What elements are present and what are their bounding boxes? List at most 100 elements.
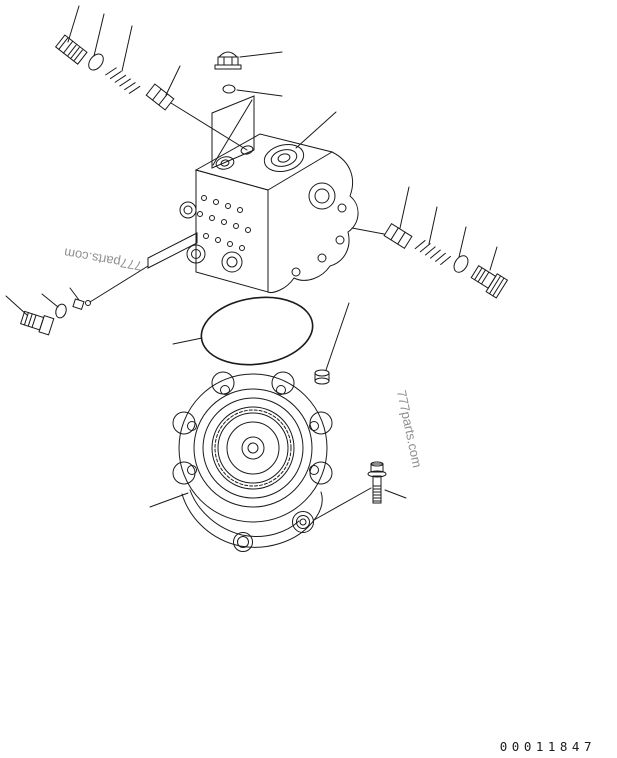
plug-bottom xyxy=(314,377,330,385)
o-ring-large xyxy=(200,296,314,366)
hex-plug-top-center xyxy=(214,51,242,70)
bolt-hole xyxy=(335,235,345,245)
flange-ear-hole-inner xyxy=(299,518,307,526)
top-boss-outer-ring xyxy=(263,143,305,173)
spring-coils xyxy=(105,67,141,94)
hex-facet-lines xyxy=(223,56,233,66)
plug-thread-lines xyxy=(58,37,83,61)
plug-hex-head xyxy=(217,56,239,66)
front-port-hole xyxy=(191,249,201,259)
leader-line xyxy=(399,186,410,229)
top-boss-mid-ring xyxy=(270,149,298,167)
motor-cover xyxy=(172,371,333,552)
cover-bore xyxy=(226,421,280,475)
cover-outer-rim xyxy=(178,373,328,523)
cover-ring xyxy=(202,397,304,499)
side-port-outer xyxy=(308,182,336,210)
valve-block xyxy=(147,111,359,293)
fitting-top-left xyxy=(145,83,175,111)
hex-plug-top-left xyxy=(54,34,88,65)
cover-skirt-inner-line xyxy=(189,489,300,537)
plate-crease-line xyxy=(212,99,253,166)
leader-lines-top-left xyxy=(67,5,248,151)
top-port-left-hole xyxy=(220,159,230,167)
front-port xyxy=(179,201,197,219)
bolt-head xyxy=(370,463,384,473)
leader-line xyxy=(236,89,283,97)
watermark-left: 777parts.com xyxy=(63,245,143,273)
front-face-hole-grid xyxy=(197,195,251,251)
flange-ear-hole xyxy=(237,536,249,548)
cover-bolt-holes xyxy=(187,385,319,475)
spring-right xyxy=(414,240,451,266)
plug-body xyxy=(470,265,497,289)
leader-line xyxy=(239,51,283,58)
plug-dome xyxy=(218,51,238,58)
bolt-thread-lines xyxy=(372,485,382,502)
o-ring-small-right xyxy=(453,255,469,273)
flange-ear xyxy=(292,511,314,533)
plug-hex-head xyxy=(38,314,55,336)
fitting-body xyxy=(383,223,413,249)
leader-line xyxy=(325,302,350,371)
plug-thread-lines xyxy=(474,267,490,285)
small-fitting-left xyxy=(72,298,91,310)
motor-housing-outline xyxy=(267,151,359,293)
leader-line xyxy=(172,337,203,345)
leader-line xyxy=(428,206,438,245)
bolt-washer xyxy=(367,470,387,478)
spline-ring-outer xyxy=(211,406,295,490)
cover-hub xyxy=(241,436,265,460)
assembly-axis-line xyxy=(89,265,149,303)
fitting-detail-lines xyxy=(390,227,406,245)
leader-line xyxy=(41,293,59,308)
leader-line xyxy=(295,111,337,149)
leader-line xyxy=(121,25,133,72)
spline-teeth-ring xyxy=(214,409,292,487)
front-port xyxy=(221,251,243,273)
leader-line xyxy=(489,246,498,271)
front-port-hole xyxy=(226,256,238,268)
assembly-axis-line xyxy=(351,227,385,235)
fitting-right xyxy=(383,223,413,249)
o-ring-small-top-left xyxy=(88,53,104,71)
watermark-right: 777parts.com xyxy=(394,389,425,469)
o-ring-small-top-center xyxy=(222,84,236,94)
flange-ear-hole xyxy=(296,515,310,529)
mount-plate-edge xyxy=(147,232,198,269)
leader-line xyxy=(149,492,189,508)
leader-line xyxy=(458,226,467,258)
diagram-ink-layer xyxy=(5,5,509,552)
cover-hub-hole xyxy=(247,442,259,454)
side-port-inner xyxy=(314,188,330,204)
bolt-hole xyxy=(337,203,347,213)
top-boss-inner-ring xyxy=(277,153,291,163)
cover-ring xyxy=(193,388,313,508)
top-port-small xyxy=(240,145,254,155)
fitting-body xyxy=(72,298,85,310)
top-port-left xyxy=(215,156,235,170)
bolt-hole xyxy=(291,267,301,277)
block-front-face xyxy=(195,169,269,293)
leader-line xyxy=(313,487,372,521)
plug-thread-lines xyxy=(23,312,37,328)
leader-line xyxy=(384,489,407,499)
cover-skirt-outline xyxy=(181,491,323,548)
spring-coils xyxy=(414,240,451,266)
plug-body xyxy=(54,34,88,65)
o-ring-small-left xyxy=(55,303,67,319)
spline-ring-inner xyxy=(217,412,289,484)
front-port-hole xyxy=(183,205,193,215)
leader-line xyxy=(5,295,28,316)
front-port xyxy=(186,244,206,264)
assembly-axis-line xyxy=(170,102,248,151)
fitting-detail-lines xyxy=(152,88,168,106)
hex-plug-right xyxy=(470,265,509,299)
hex-plug-left xyxy=(19,310,55,336)
fitting-tip xyxy=(85,300,91,306)
gasket-plate xyxy=(211,95,255,169)
leader-lines-right xyxy=(351,186,498,271)
small-plug-center xyxy=(314,369,330,385)
